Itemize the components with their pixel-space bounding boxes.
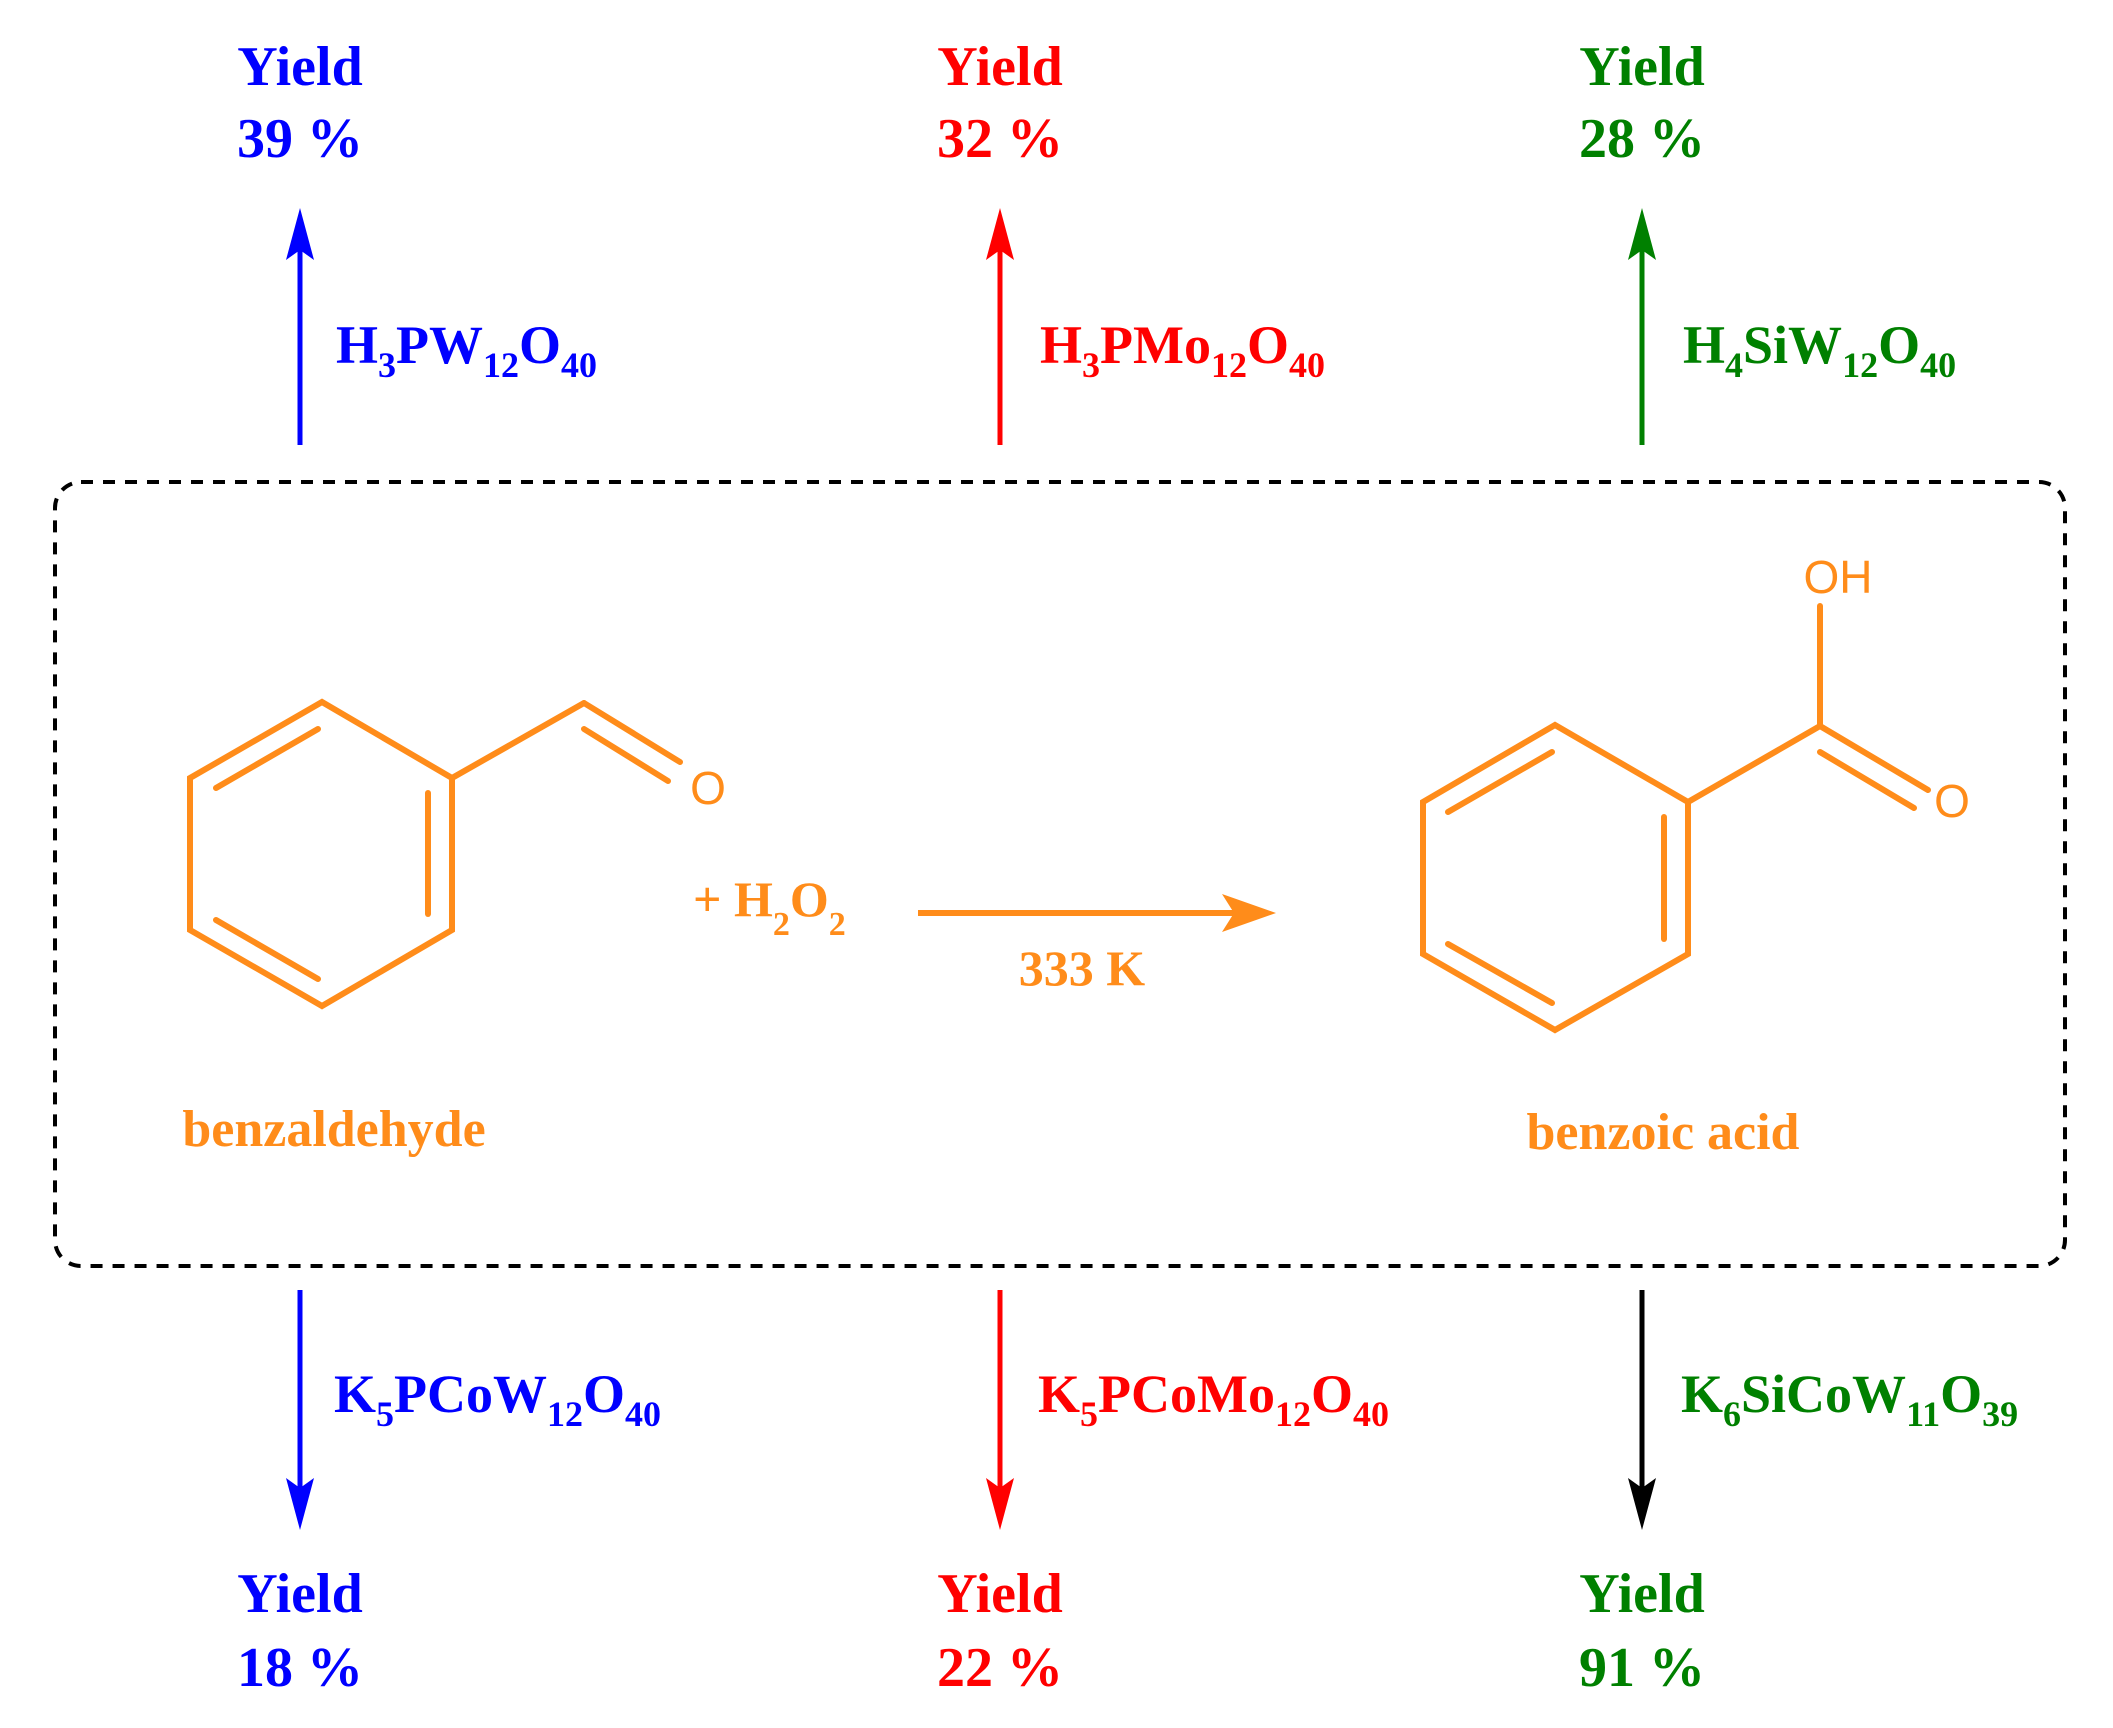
reaction-condition: 333 K	[1019, 940, 1146, 996]
top-route-3: Yield 28 % H4SiW12O40	[1579, 36, 1956, 445]
reaction-box	[53, 480, 2067, 1268]
benzoic-acid-structure	[1420, 603, 1931, 1034]
aldehyde-oxygen: O	[690, 762, 726, 814]
catalyst-formula: K5PCoMo12O40	[1038, 1364, 1389, 1434]
yield-value: 22 %	[937, 1637, 1063, 1699]
catalyst-arrow	[986, 208, 1014, 445]
acid-oxygen: O	[1934, 775, 1970, 827]
top-route-2: Yield 32 % H3PMo12O40	[937, 36, 1325, 445]
top-route-1: Yield 39 % H3PW12O40	[237, 36, 597, 445]
yield-label: Yield	[1579, 36, 1704, 98]
yield-label: Yield	[937, 36, 1062, 98]
catalyst-arrow	[1628, 1290, 1656, 1530]
yield-value: 91 %	[1579, 1637, 1705, 1699]
yield-value: 28 %	[1579, 108, 1705, 170]
catalyst-formula: K6SiCoW11O39	[1681, 1364, 2018, 1434]
catalyst-arrow	[986, 1290, 1014, 1530]
catalyst-formula: H4SiW12O40	[1683, 315, 1956, 385]
catalyst-arrow	[286, 208, 314, 445]
product-name: benzoic acid	[1527, 1104, 1800, 1161]
yield-value: 32 %	[937, 108, 1063, 170]
yield-value: 18 %	[237, 1637, 363, 1699]
reaction-arrow	[918, 894, 1276, 932]
reactant-name: benzaldehyde	[182, 1101, 485, 1158]
reagent-label: + H2O2	[693, 871, 846, 943]
yield-label: Yield	[937, 1563, 1062, 1625]
catalyst-arrow	[286, 1290, 314, 1530]
acid-hydroxyl: OH	[1804, 551, 1873, 603]
benzaldehyde-structure	[187, 698, 683, 1010]
catalyst-arrow	[1628, 208, 1656, 445]
catalyst-formula: H3PMo12O40	[1040, 315, 1325, 385]
yield-label: Yield	[237, 1563, 362, 1625]
catalyst-formula: H3PW12O40	[336, 315, 597, 385]
catalyst-formula: K5PCoW12O40	[334, 1364, 661, 1434]
yield-label: Yield	[237, 36, 362, 98]
yield-value: 39 %	[237, 108, 363, 170]
yield-label: Yield	[1579, 1563, 1704, 1625]
